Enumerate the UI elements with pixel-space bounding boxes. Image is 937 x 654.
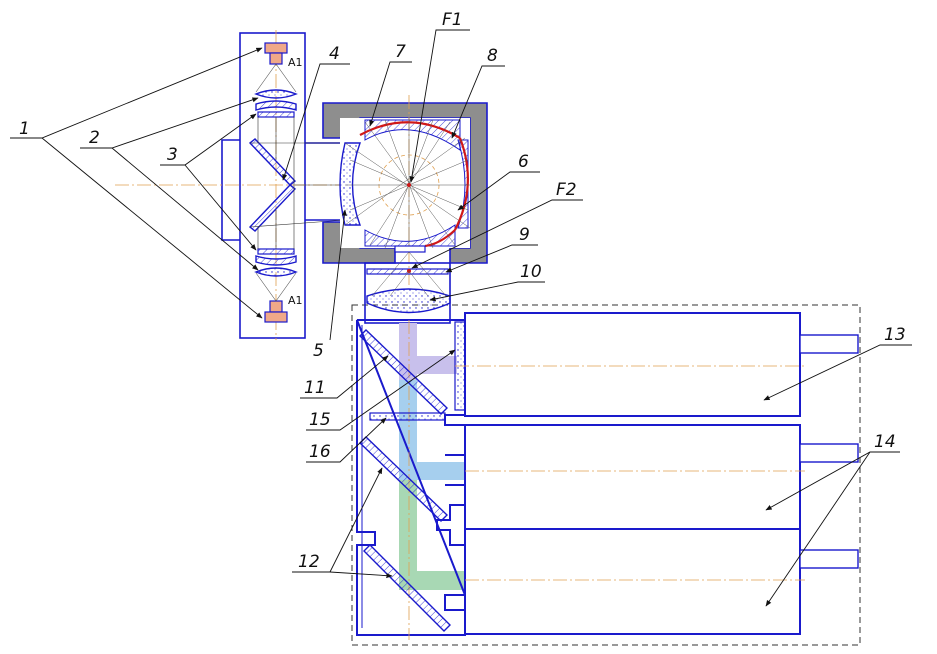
label-15: 15 [309, 410, 331, 430]
beam-blue-horizontal [399, 462, 466, 480]
filter-16 [369, 412, 446, 421]
detector-14-upper [464, 424, 801, 530]
illuminator-housing [239, 32, 306, 339]
detector-13 [464, 312, 801, 417]
label-16: 16 [309, 442, 331, 462]
beam-bottom-to-mirror [257, 185, 295, 249]
detectors [455, 312, 859, 635]
lamp-bottom-label: A1 [288, 294, 303, 307]
leader-5 [329, 209, 347, 341]
filter-top [257, 111, 295, 118]
leader-2b [111, 147, 259, 271]
lens-bottom-2 [255, 255, 297, 266]
leader-1 [10, 47, 263, 139]
labels: 1 2 3 4 5 6 7 8 F1 F2 9 10 11 15 16 12 1… [19, 10, 906, 572]
beam-to-sphere [249, 142, 346, 228]
detector-14-upper-connector [799, 443, 859, 463]
neck-unit [364, 251, 451, 324]
lamp-bottom-icon [264, 311, 288, 323]
mirror-v-upper [248, 138, 297, 186]
filter-bottom [257, 248, 295, 255]
label-1: 1 [19, 119, 30, 139]
illuminator-tube [305, 142, 345, 221]
detector-14-lower [464, 528, 801, 635]
leader-16 [306, 417, 387, 463]
label-6: 6 [518, 152, 529, 172]
beam-violet-horizontal [399, 356, 457, 374]
leader-10 [429, 281, 545, 302]
label-f1: F1 [442, 10, 463, 30]
beam-green-horizontal [399, 571, 466, 590]
focus-f1-point [407, 183, 411, 187]
lens-bottom-1 [254, 267, 298, 277]
leader-4 [282, 63, 350, 181]
leader-lines [10, 29, 912, 607]
lamp-top-icon [264, 42, 288, 54]
label-2: 2 [89, 128, 100, 148]
leader-11 [300, 355, 389, 399]
beam-green-vertical [399, 480, 417, 590]
label-5: 5 [313, 341, 324, 361]
lamp-bottom-cone [255, 272, 297, 302]
leader-14b [765, 451, 871, 607]
lamp-top-cone [255, 63, 297, 93]
integrating-sphere-unit [322, 95, 488, 285]
label-7: 7 [395, 42, 406, 62]
label-10: 10 [520, 262, 542, 282]
leader-13 [763, 344, 912, 401]
label-3: 3 [167, 145, 178, 165]
leader-15 [306, 349, 456, 431]
label-13: 13 [884, 325, 906, 345]
label-f2: F2 [556, 180, 577, 200]
leader-f1 [409, 29, 470, 183]
illuminator-unit: A1 A1 [115, 30, 400, 340]
neck-rays [371, 251, 447, 297]
sphere-exit-aperture [394, 245, 426, 253]
lens-top-2 [255, 100, 297, 111]
label-11: 11 [304, 378, 326, 398]
dichroic-mirror-12-lower [363, 544, 451, 632]
red-mirror-right [454, 137, 469, 231]
lamp-top-label: A1 [288, 56, 303, 69]
beam-blue-vertical [399, 380, 417, 480]
lamp-bottom-base-icon [269, 300, 283, 313]
label-12: 12 [298, 552, 320, 572]
leader-3b [184, 164, 257, 251]
beam-top-to-mirror [257, 117, 295, 185]
mirror-v-lower [248, 184, 297, 232]
leader-f2 [411, 199, 583, 269]
red-mirror-bottom [424, 229, 456, 248]
label-4: 4 [329, 44, 340, 64]
lens-top-1 [254, 89, 298, 99]
leader-9 [445, 244, 538, 273]
leader-12b [329, 571, 393, 579]
detector-block-boundary [351, 304, 861, 646]
label-8: 8 [487, 46, 498, 66]
leader-7 [369, 61, 412, 127]
sphere-entrance-window [339, 142, 362, 226]
leader-8 [451, 65, 505, 139]
label-14: 14 [874, 432, 896, 452]
lamp-top-base-icon [269, 52, 283, 65]
detector-14-lower-connector [799, 549, 859, 569]
illuminator-side-bulge [221, 139, 240, 241]
detector-13-connector [799, 334, 859, 354]
lens-10 [366, 288, 451, 314]
leader-1b [41, 137, 263, 319]
label-9: 9 [519, 225, 530, 245]
leader-6 [457, 171, 540, 211]
